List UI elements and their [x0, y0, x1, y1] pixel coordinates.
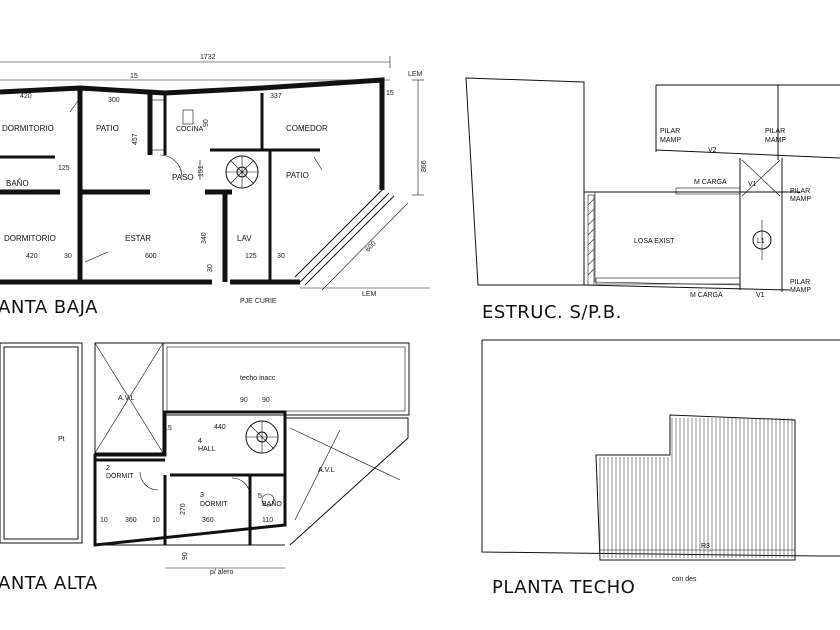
- mamp-1: MAMP: [660, 137, 681, 144]
- title-planta-alta: ANTA ALTA: [0, 573, 98, 594]
- dim-30-b: 30: [207, 264, 214, 272]
- l1-label: L1: [757, 238, 765, 245]
- dim-30-c: 30: [277, 253, 285, 260]
- dim-90c: 90: [182, 552, 189, 560]
- dim-90a: 90: [240, 397, 248, 404]
- alero-label: p/ alero: [210, 569, 233, 576]
- dim-457: 457: [132, 133, 139, 145]
- dormit-2-number: 2: [106, 465, 110, 472]
- planta-baja-plan: 1732 15: [0, 54, 430, 318]
- lem-top: LEM: [408, 71, 423, 78]
- dim-15: 15: [164, 425, 172, 432]
- pilar-1: PILAR: [660, 128, 680, 135]
- dim-10b: 10: [152, 517, 160, 524]
- room-dormit-3: DORMIT: [200, 501, 228, 508]
- hall-number: 4: [198, 438, 202, 445]
- m-carga-2: M CARGA: [690, 292, 723, 299]
- room-hall: HALL: [198, 446, 216, 453]
- room-dormitorio-1: DORMITORIO: [2, 124, 54, 133]
- dim-360a: 360: [125, 517, 137, 524]
- losa-exist: LOSA EXIST: [634, 238, 675, 245]
- roof-r3-label: R3: [701, 543, 710, 550]
- room-paso: PASO: [172, 173, 194, 182]
- room-cocina: COCINA: [176, 126, 204, 133]
- room-estar: ESTAR: [125, 234, 151, 243]
- dim-125-b: 125: [245, 253, 257, 260]
- beam-v1-diag: V1: [748, 181, 757, 188]
- room-patio-1: PATIO: [96, 124, 119, 133]
- street-pje-curie: PJE CURIE: [240, 298, 277, 305]
- m-carga-1: M CARGA: [694, 179, 727, 186]
- dim-10a: 10: [100, 517, 108, 524]
- dim-90b: 90: [262, 397, 270, 404]
- beam-v1: V1: [756, 292, 765, 299]
- dim-110: 110: [262, 517, 273, 524]
- pilar-4: PILAR: [790, 279, 810, 286]
- dim-360b: 360: [202, 517, 214, 524]
- dim-866: 866: [421, 160, 428, 172]
- pilar-2: PILAR: [765, 128, 785, 135]
- planta-techo-plan: R3 con des PLANTA TECHO: [481, 339, 840, 598]
- avl-2: A.V.L: [318, 467, 335, 474]
- lem-bot: LEM: [362, 291, 377, 298]
- pt-label: Pt: [58, 436, 65, 443]
- estructura-plan: PILAR MAMP PILAR MAMP PILAR MAMP PILAR M…: [465, 77, 840, 323]
- dim-total-width: 1732: [200, 54, 216, 61]
- title-estructura: ESTRUC. S/P.B.: [482, 302, 622, 323]
- pilar-3: PILAR: [790, 188, 810, 195]
- dim-15-a: 15: [130, 73, 138, 80]
- title-planta-baja: ANTA BAJA: [0, 297, 98, 318]
- beam-v2: V2: [708, 147, 717, 154]
- planta-alta-plan: techo inacc A.V.L A.V.L 4 HALL 2 DORMIT …: [0, 342, 410, 594]
- roof-sheeting-lines: [599, 418, 793, 558]
- dim-600-diag: 600: [364, 240, 377, 253]
- mamp-3: MAMP: [790, 196, 811, 203]
- dim-125: 125: [58, 165, 70, 172]
- room-lav: LAV: [237, 234, 252, 243]
- room-bano: BAÑO: [6, 179, 29, 188]
- room-dormit-2: DORMIT: [106, 473, 134, 480]
- bano-number: 5: [258, 493, 262, 500]
- dim-340: 340: [201, 232, 208, 244]
- dim-30-a: 30: [64, 253, 72, 260]
- room-dormitorio-2: DORMITORIO: [4, 234, 56, 243]
- dim-270: 270: [180, 503, 187, 515]
- mamp-4: MAMP: [790, 287, 811, 294]
- dim-300: 300: [108, 97, 120, 104]
- mamp-2: MAMP: [765, 137, 786, 144]
- roof-outline: [595, 414, 796, 561]
- dim-440: 440: [214, 424, 226, 431]
- dim-90: 90: [203, 119, 210, 127]
- title-planta-techo: PLANTA TECHO: [492, 577, 635, 598]
- room-comedor: COMEDOR: [286, 124, 328, 133]
- dim-600: 600: [145, 253, 157, 260]
- roof-slope-label: con des: [672, 576, 697, 583]
- dormit-3-number: 3: [200, 492, 204, 499]
- avl-1: A.V.L: [118, 395, 135, 402]
- dim-337: 337: [270, 93, 282, 100]
- dim-151: 151: [198, 165, 205, 177]
- dim-420-bot: 420: [26, 253, 38, 260]
- dim-420-top: 420: [20, 93, 32, 100]
- dim-15-b: 15: [386, 90, 394, 97]
- techo-inacc: techo inacc: [240, 375, 276, 382]
- room-bano-upper: BAÑO: [262, 499, 282, 508]
- room-patio-2: PATIO: [286, 171, 309, 180]
- wc-icon: [261, 493, 275, 507]
